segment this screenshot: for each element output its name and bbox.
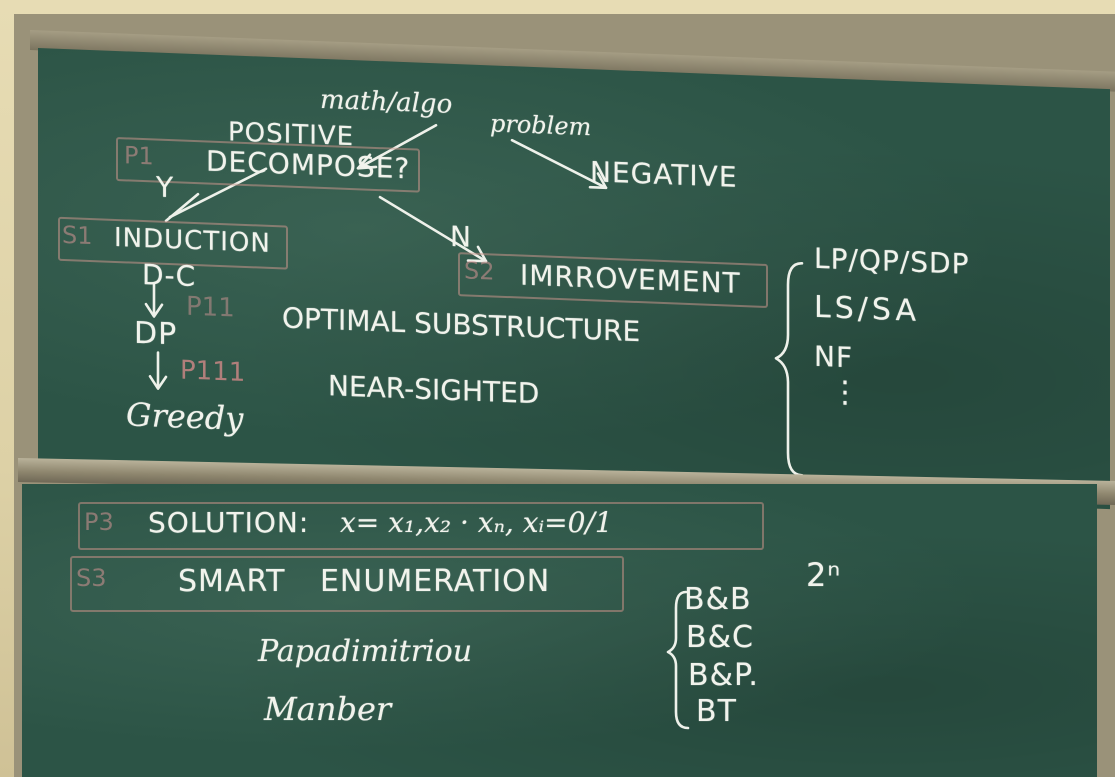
- s3-box: [70, 556, 624, 612]
- s2-tag: S2: [464, 256, 495, 286]
- branch-bp: B&P.: [688, 658, 759, 693]
- p111-tag: P111: [180, 355, 246, 388]
- upper-blackboard: math/algo problem POSITIVE NEGATIVE P1 D…: [38, 48, 1110, 510]
- y-label: Y: [156, 170, 175, 205]
- p1-tag: P1: [124, 141, 154, 171]
- induction-text: INDUCTION: [114, 222, 271, 259]
- p11-tag: P11: [186, 291, 235, 324]
- branch-bb: B&B: [684, 582, 752, 617]
- dc-text: D-C: [142, 257, 197, 294]
- p3-box: [78, 502, 764, 550]
- problem-text: problem: [490, 109, 592, 142]
- branch-bt: BT: [696, 694, 737, 729]
- solution-text: SOLUTION:: [148, 506, 310, 539]
- lower-chalk-lines: [666, 590, 690, 730]
- s1-tag: S1: [62, 220, 93, 251]
- method-lp-qp-sdp: LP/QP/SDP: [814, 241, 970, 281]
- lower-blackboard: P3 SOLUTION: x= x₁,x₂ · xₙ, xᵢ=0/1 S3 SM…: [22, 484, 1097, 777]
- papadimitriou-text: Papadimitriou: [258, 634, 473, 669]
- math-algo-text: math/algo: [320, 84, 453, 120]
- two-to-n-text: 2ⁿ: [806, 556, 842, 594]
- dp-text: DP: [134, 315, 178, 353]
- upper-chalk-lines: [144, 123, 804, 477]
- method-more: ⋮: [830, 374, 861, 411]
- n-label: N: [450, 219, 472, 254]
- smart-enumeration-text: SMART ENUMERATION: [178, 564, 551, 599]
- negative-text: NEGATIVE: [590, 155, 738, 194]
- s3-tag: S3: [76, 564, 107, 592]
- solution-formula: x= x₁,x₂ · xₙ, xᵢ=0/1: [340, 506, 613, 539]
- method-nf: NF: [814, 339, 854, 375]
- branch-bc: B&C: [686, 620, 754, 655]
- method-ls-sa: LS/SA: [814, 289, 920, 329]
- manber-text: Manber: [264, 690, 392, 728]
- p3-tag: P3: [84, 508, 114, 536]
- greedy-text: Greedy: [126, 395, 244, 438]
